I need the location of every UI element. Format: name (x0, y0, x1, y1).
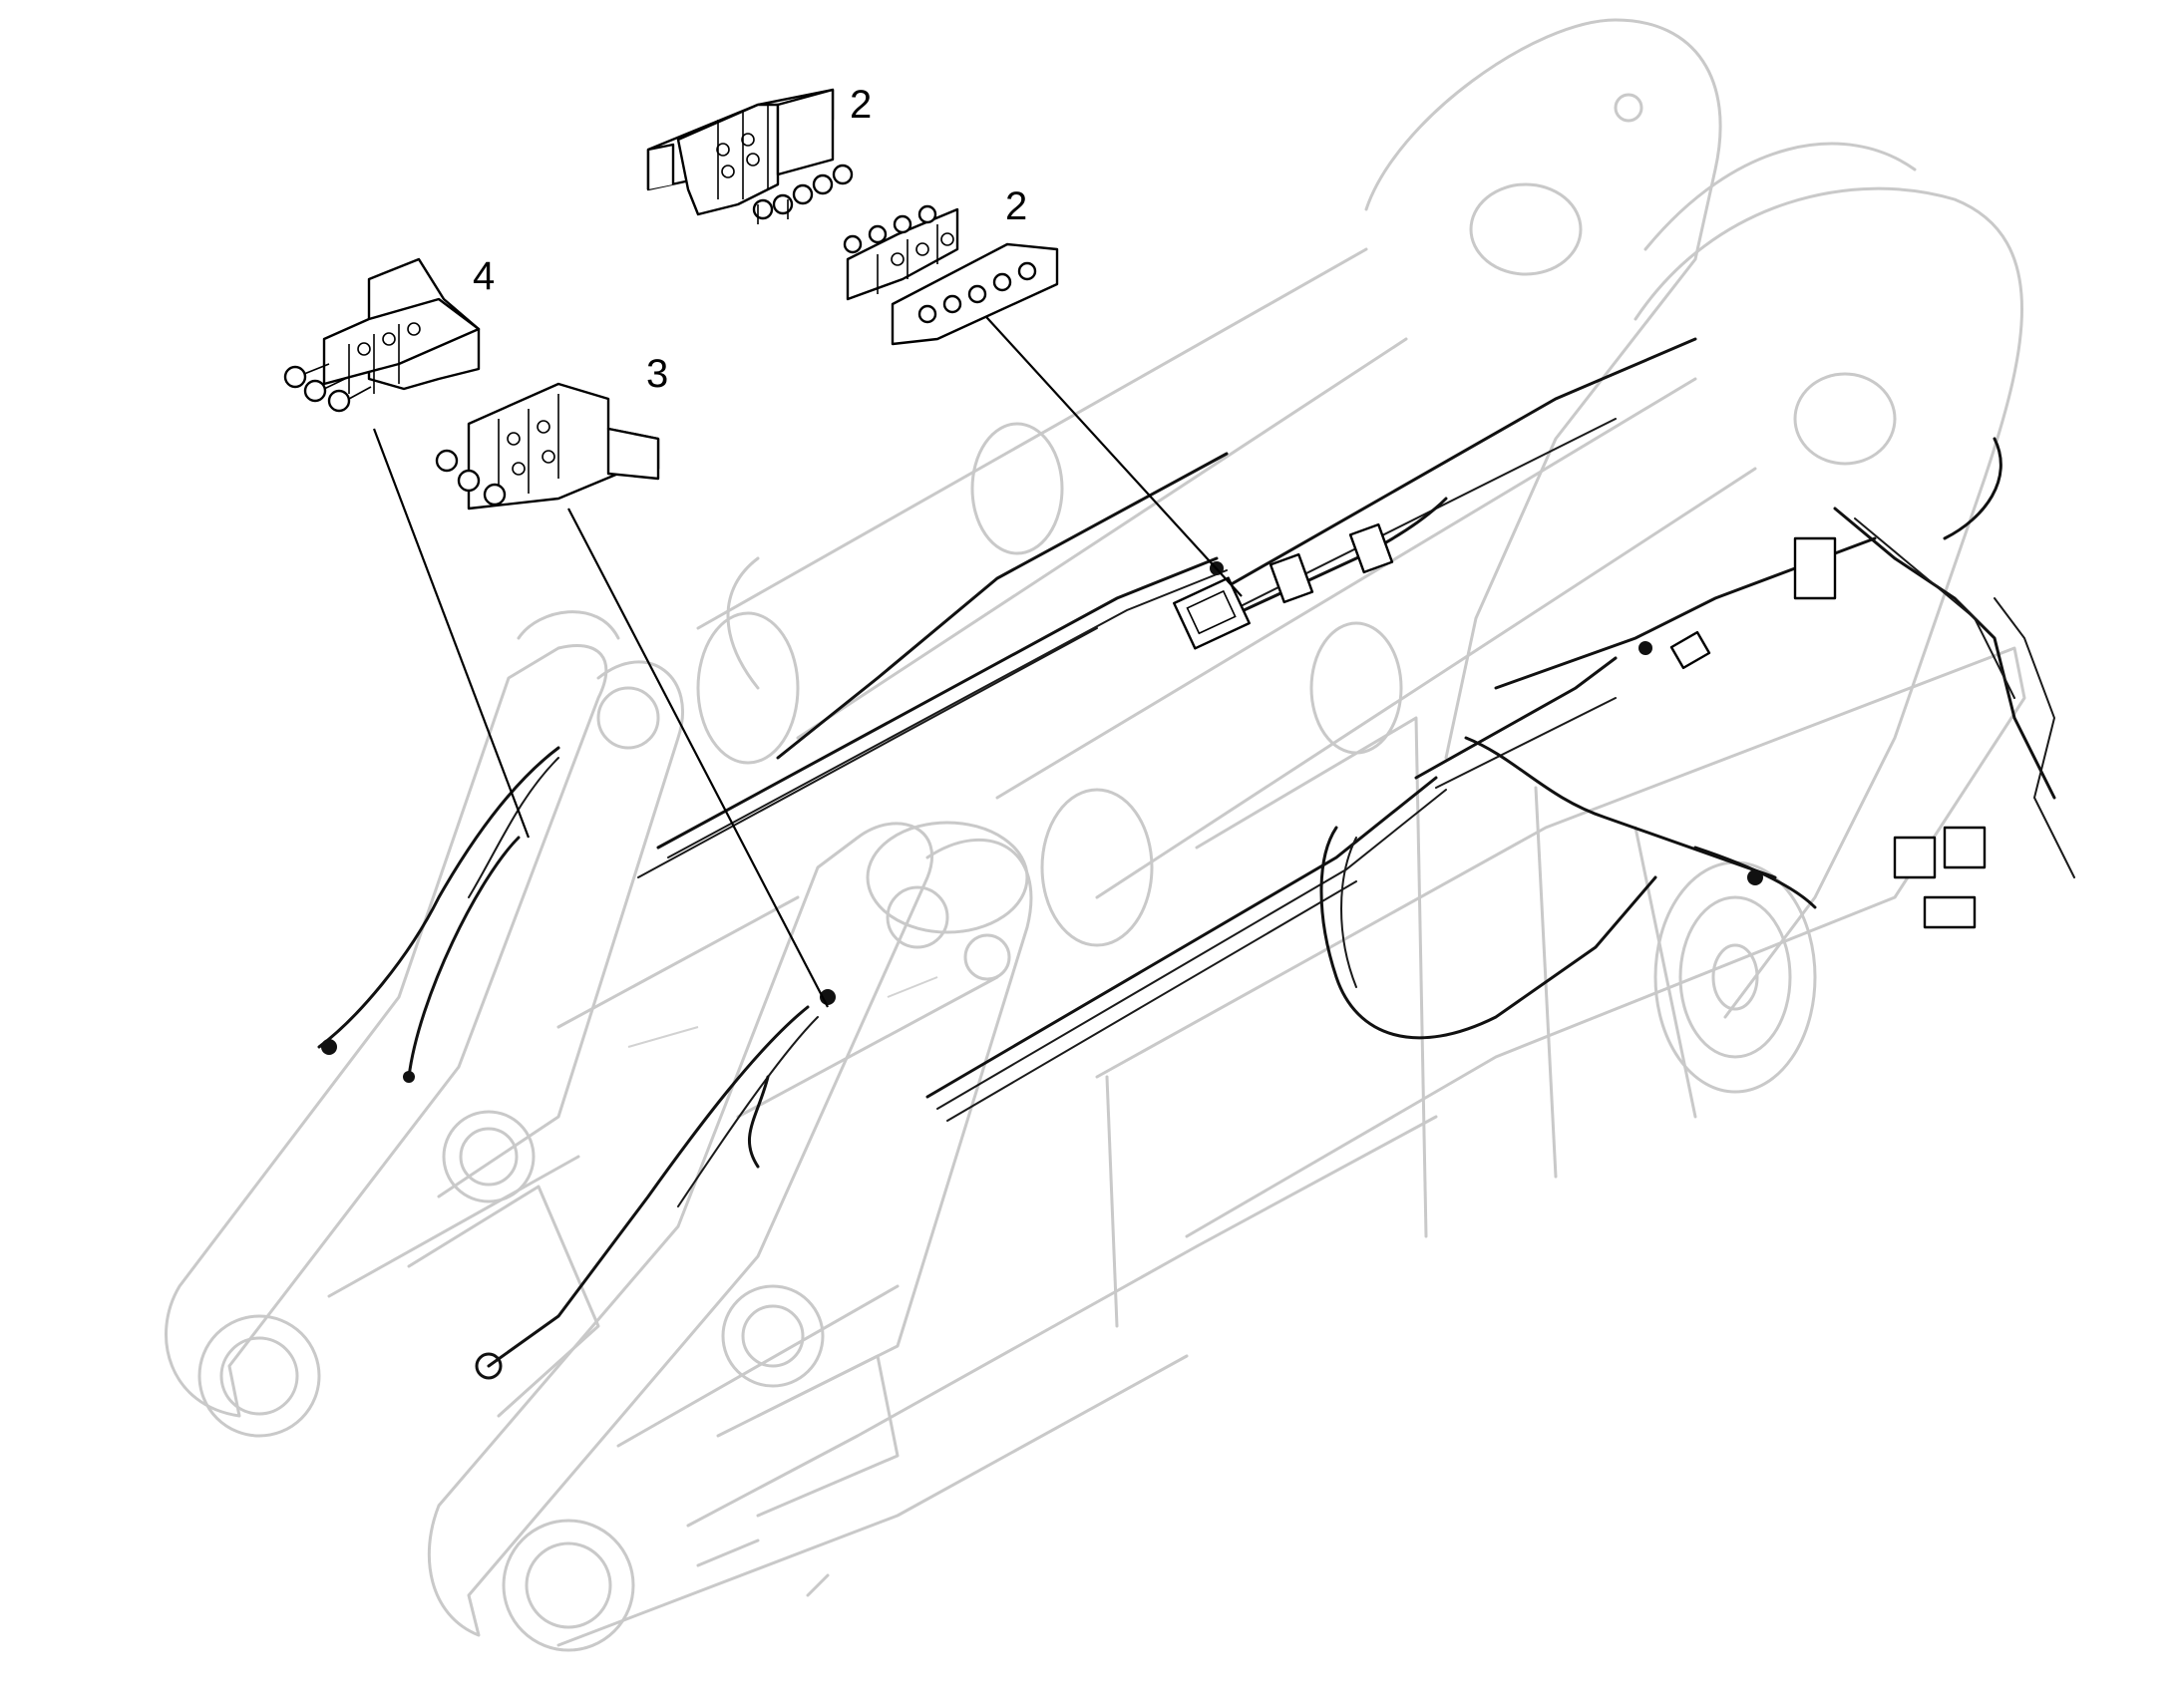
distributor-block-2-top (646, 88, 854, 224)
boom-structure (165, 18, 2026, 1652)
callout-3: 3 (646, 352, 668, 396)
leader-lines (372, 306, 1243, 1008)
lubrication-lines (317, 337, 2075, 1380)
callout-2-bottom: 2 (1005, 184, 1027, 228)
distributor-block-2-bottom (843, 204, 1059, 346)
callout-2-top: 2 (850, 83, 872, 127)
callout-4: 4 (473, 254, 495, 298)
callout-labels: 2 2 4 3 (473, 83, 1027, 396)
distributor-block-3 (435, 382, 660, 511)
distributor-block-4 (283, 257, 481, 413)
